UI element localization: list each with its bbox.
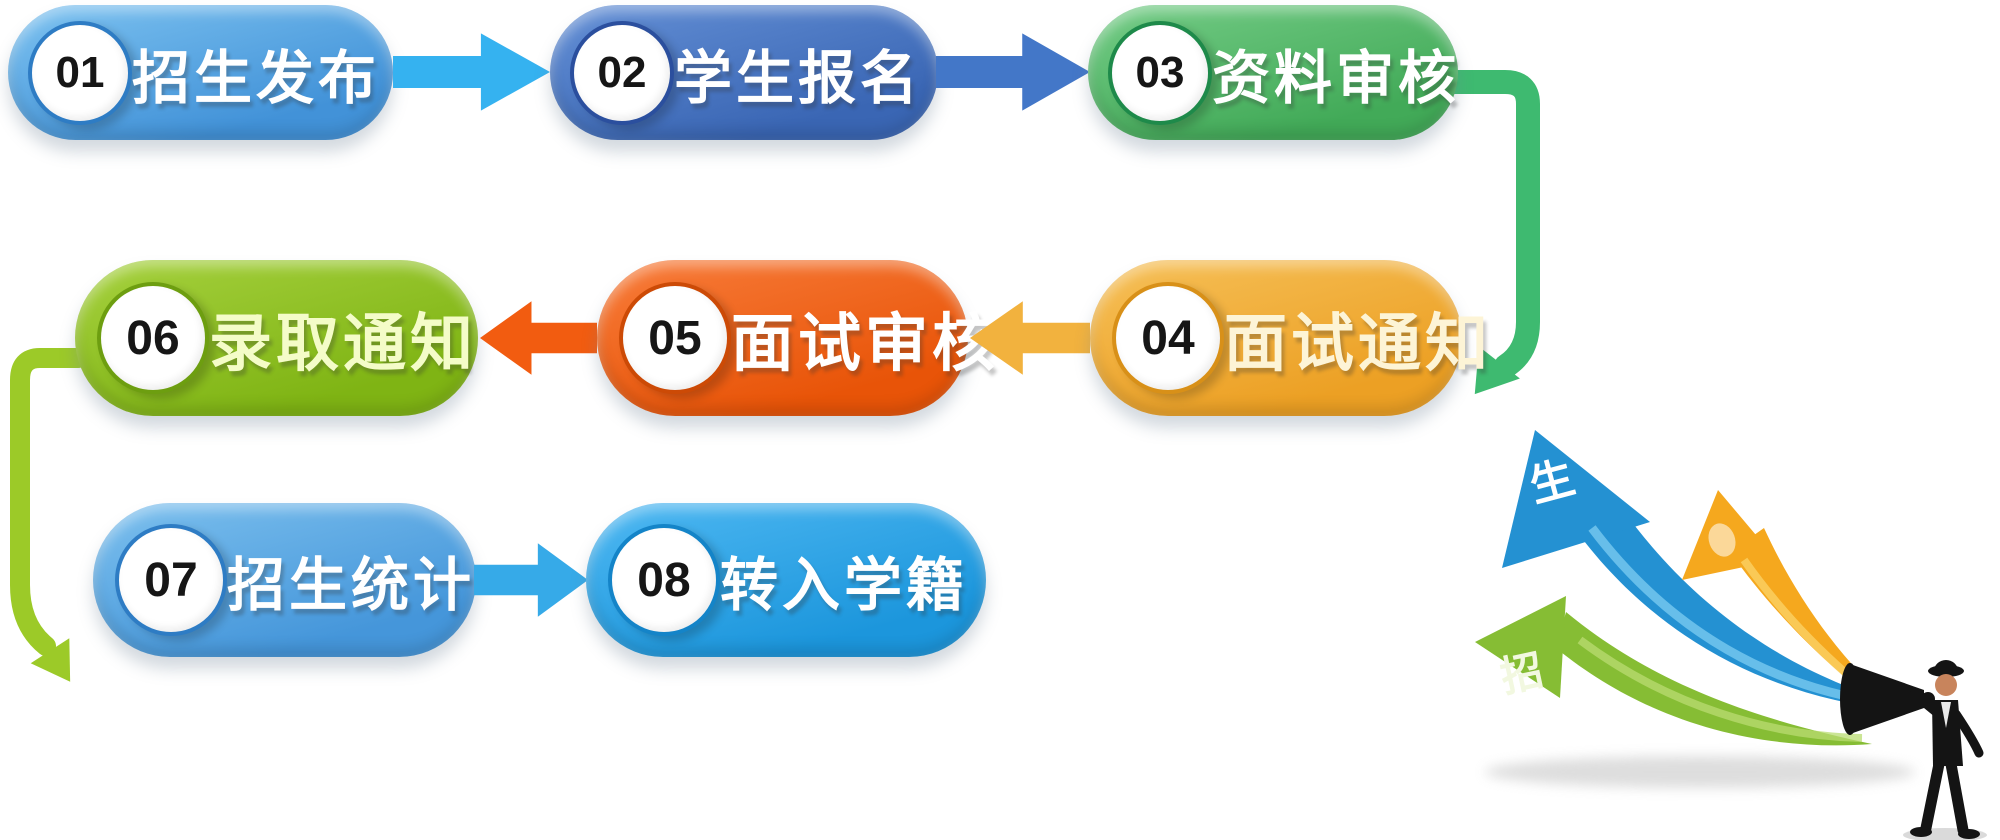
figure-arm-left [1909, 689, 1941, 717]
step-04-label: 面试通知 [1224, 308, 1492, 379]
green-arrow-label: 招 [1496, 646, 1547, 701]
step-08-badge: 08 [608, 524, 720, 636]
connector-06-07-line [9, 348, 88, 656]
figure-foot-right [1958, 829, 1980, 839]
green-arrow-highlight [1577, 636, 1863, 742]
step-07-label: 招生统计 [227, 553, 476, 618]
figure-leg-left [1920, 758, 1945, 834]
step-06-badge: 06 [97, 282, 209, 394]
green-arrow-tail [1556, 612, 1872, 746]
figure-shirt [1941, 702, 1951, 728]
megaphone-bell [1840, 663, 1860, 735]
figure-arm-right [1951, 709, 1984, 758]
decorative-arrows-illustration: 生 招 [1475, 430, 1987, 840]
step-05-label: 面试审核 [731, 308, 999, 379]
blue-arrow-tail [1572, 497, 1893, 710]
step-02-label: 学生报名 [674, 45, 923, 111]
step-04-pill: 04 面试通知 [1090, 260, 1488, 416]
step-07-badge: 07 [115, 524, 227, 636]
figure-leg-right [1945, 758, 1969, 836]
step-08-pill: 08 转入学籍 [586, 503, 986, 657]
step-03-badge: 03 [1108, 20, 1212, 125]
step-01-badge: 01 [28, 20, 132, 125]
step-06-pill: 06 录取通知 [75, 260, 478, 416]
announcer-figure [1840, 660, 1987, 840]
connector-06-07-arrowhead-icon [30, 638, 71, 682]
connector-06-07 [9, 348, 88, 682]
bowler-hat-dome [1934, 660, 1958, 671]
step-05-badge: 05 [619, 282, 731, 394]
connector-03-04-line [1430, 70, 1540, 378]
step-02-badge: 02 [570, 20, 674, 125]
blue-arrow-head-icon [1502, 430, 1650, 568]
orange-arrow-glyph-highlight [1708, 523, 1736, 557]
connector-03-04-arrowhead-icon [1474, 346, 1520, 395]
green-arrow-head-icon [1475, 596, 1566, 698]
arrows-ground-shadow [1485, 756, 1915, 788]
step-01-pill: 01 招生发布 [8, 5, 393, 140]
step-07-pill: 07 招生统计 [93, 503, 476, 657]
step-04-badge: 04 [1112, 282, 1224, 394]
step-05-pill: 05 面试审核 [597, 260, 995, 416]
step-01-label: 招生发布 [132, 45, 381, 111]
figure-foot-left [1910, 827, 1932, 837]
figure-head [1935, 674, 1957, 696]
step-02-pill: 02 学生报名 [550, 5, 938, 140]
step-03-pill: 03 资料审核 [1088, 5, 1458, 140]
connector-03-04 [1430, 70, 1540, 395]
step-03-label: 资料审核 [1212, 45, 1461, 111]
green-up-arrow: 招 [1475, 596, 1872, 746]
megaphone-icon [1850, 664, 1924, 734]
step-08-label: 转入学籍 [720, 553, 969, 618]
figure-suit [1840, 660, 1984, 839]
step-06-label: 录取通知 [209, 308, 477, 379]
